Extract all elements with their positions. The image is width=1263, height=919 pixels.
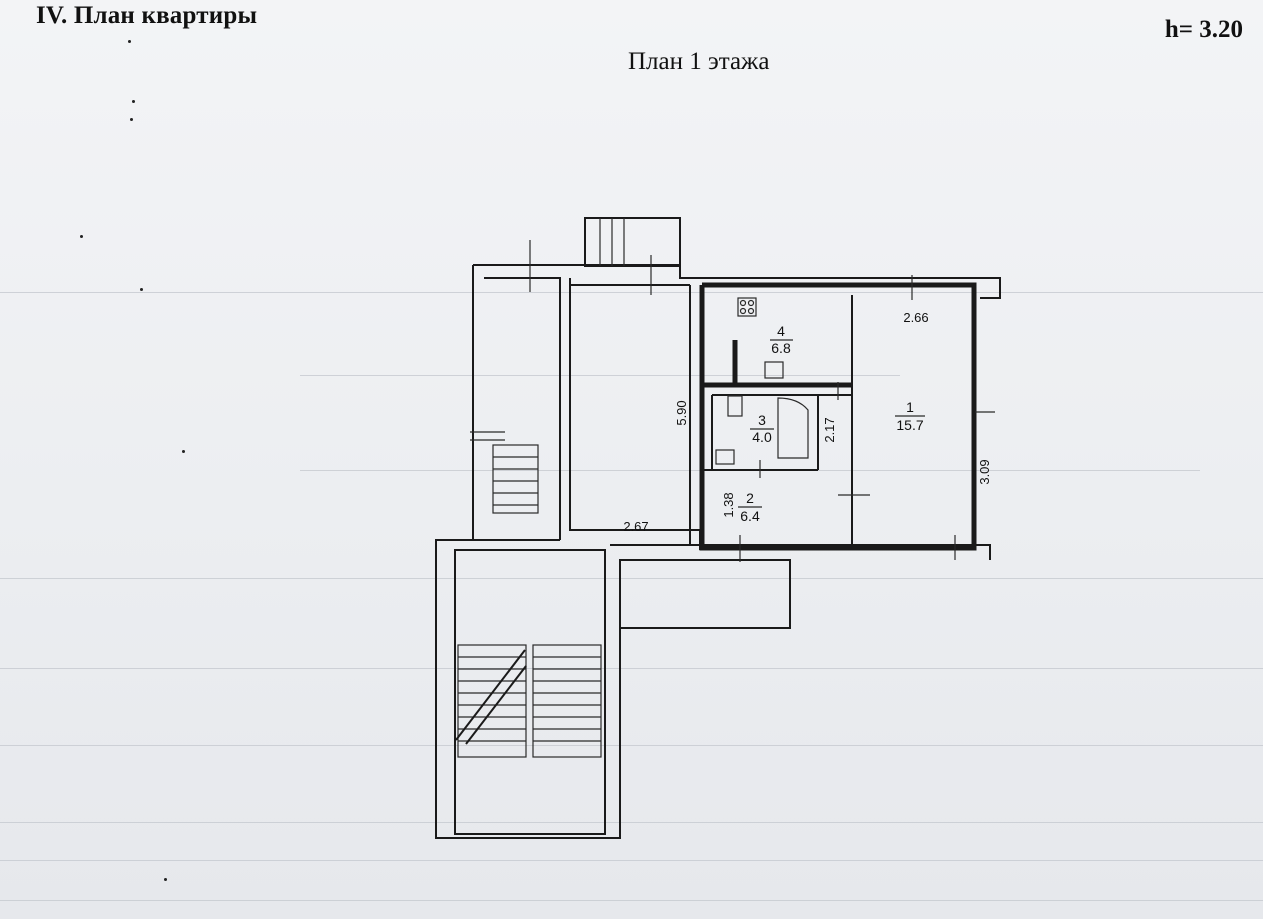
room-3-area: 4.0 xyxy=(752,429,772,445)
scan-speck xyxy=(164,878,167,881)
document-title: IV. План квартиры xyxy=(36,2,258,29)
room-3-number: 3 xyxy=(758,412,766,428)
dimension-5-90: 5.90 xyxy=(674,400,689,425)
axis-ticks xyxy=(470,240,995,562)
ghost-rule xyxy=(300,375,900,376)
washbasin-icon xyxy=(715,449,735,465)
dimension-3-09: 3.09 xyxy=(977,459,992,484)
staircase-lower xyxy=(454,549,606,835)
scan-speck xyxy=(130,118,133,121)
dimension-2-17: 2.17 xyxy=(822,417,837,442)
room-1-label: 1 15.7 xyxy=(895,399,925,433)
scan-speck xyxy=(128,40,131,43)
room-1-number: 1 xyxy=(906,399,914,415)
ghost-rule xyxy=(0,745,1263,746)
room-4-number: 4 xyxy=(777,323,785,339)
stove-icon xyxy=(737,297,757,317)
entry-stair xyxy=(584,217,681,267)
toilet-icon xyxy=(727,395,743,417)
ghost-rule xyxy=(0,292,1263,293)
ghost-rule xyxy=(0,668,1263,669)
room-4-label: 4 6.8 xyxy=(770,323,793,356)
scan-speck xyxy=(182,450,185,453)
ghost-rule xyxy=(0,822,1263,823)
fixtures xyxy=(715,297,809,465)
dimension-2-66: 2.66 xyxy=(903,310,928,325)
dimension-1-38: 1.38 xyxy=(721,492,736,517)
scan-speck xyxy=(140,288,143,291)
ceiling-height-label: h= 3.20 xyxy=(1164,16,1243,43)
room-1-area: 15.7 xyxy=(896,417,923,433)
room-3-label: 3 4.0 xyxy=(750,412,774,445)
ghost-rule xyxy=(0,900,1263,901)
room-4-area: 6.8 xyxy=(771,340,791,356)
apartment-walls xyxy=(699,282,977,551)
bathtub-icon xyxy=(777,397,809,459)
room-2-label: 2 6.4 xyxy=(738,490,762,524)
floor-plan-caption: План 1 этажа xyxy=(628,48,770,75)
room-2-number: 2 xyxy=(746,490,754,506)
ghost-rule xyxy=(0,578,1263,579)
scan-speck xyxy=(80,235,83,238)
room-2-area: 6.4 xyxy=(740,508,760,524)
scan-speck xyxy=(132,100,135,103)
kitchen-sink-icon xyxy=(764,361,784,379)
dimension-2-67: 2.67 xyxy=(623,519,648,534)
staircase-upper xyxy=(492,444,539,514)
ghost-rule xyxy=(0,860,1263,861)
